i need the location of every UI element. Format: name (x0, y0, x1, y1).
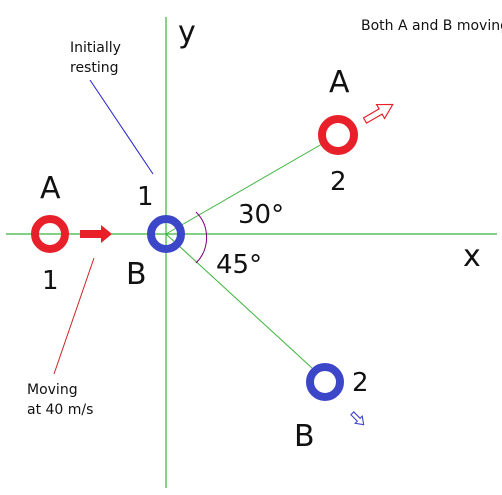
resting-pointer (89, 79, 154, 175)
ball-a-path (165, 143, 323, 235)
ball-a-state-2: 2 (330, 167, 347, 197)
ball-a-label-1: A (40, 171, 61, 206)
moving-pointer (53, 257, 95, 375)
ball-a-position-2 (318, 115, 358, 155)
ball-b-direction-arrow (350, 411, 365, 426)
ball-b-state-2: 2 (352, 368, 369, 398)
moving-note-line2: at 40 m/s (27, 402, 93, 418)
angle-b-label: 45° (216, 250, 262, 280)
angle-arc (195, 211, 208, 264)
x-axis-label: x (463, 239, 481, 274)
y-axis-label: y (178, 15, 196, 50)
ball-a-label-2: A (329, 65, 350, 100)
ball-b-position-1 (147, 215, 185, 253)
ball-b-position-2 (306, 363, 344, 401)
ball-a-state-1: 1 (42, 266, 59, 296)
ball-a-direction-arrow (362, 103, 394, 124)
resting-note-line1: Initially (70, 40, 121, 56)
resting-note-line2: resting (70, 60, 119, 76)
ball-b-path (165, 233, 313, 369)
ball-b-label-1: B (126, 257, 147, 292)
moving-note-line1: Moving (27, 382, 78, 398)
angle-a-label: 30° (238, 200, 284, 230)
ball-a-velocity-arrow (80, 225, 112, 243)
ball-a-position-1 (31, 215, 69, 253)
header-note: Both A and B moving (361, 18, 502, 34)
ball-b-label-2: B (294, 419, 315, 454)
ball-b-state-1: 1 (137, 182, 154, 212)
